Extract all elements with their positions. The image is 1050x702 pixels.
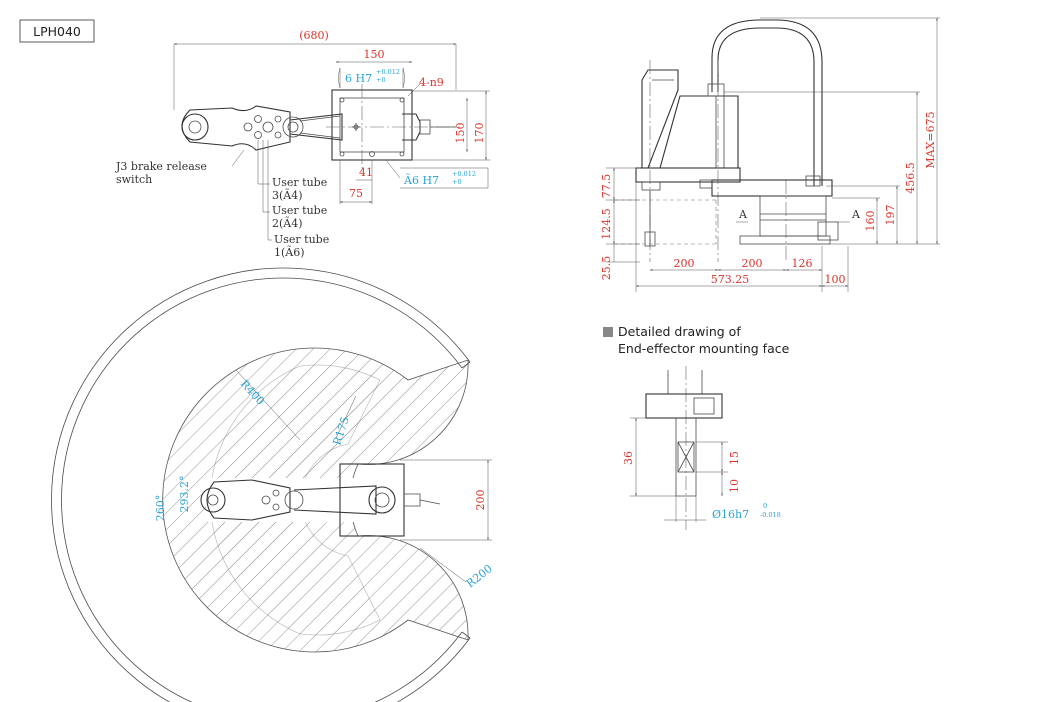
dim-456: 456.5 <box>904 162 917 194</box>
fit-hole2-label: Ã6 H7 <box>403 173 439 187</box>
dim-200b: 200 <box>742 257 763 270</box>
side-view: A A MAX=675 456.5 197 160 77.5 124.5 25.… <box>600 17 940 292</box>
tube1-line1: User tube <box>274 233 329 246</box>
detail-dim-15: 15 <box>728 451 741 465</box>
dim-124: 124.5 <box>600 208 613 240</box>
section-marker-a1: A <box>738 208 748 221</box>
dim-77: 77.5 <box>600 174 613 199</box>
dim-197: 197 <box>884 205 897 226</box>
fit-hole-label: 6 H7 <box>345 72 372 85</box>
dim-75: 75 <box>349 187 363 200</box>
top-view: (680) 150 6 H7 +0.012 +0 4-n9 <box>115 29 490 259</box>
model-label-text: LPH040 <box>33 24 81 39</box>
fit-hole2-tol-lower: +0 <box>452 178 462 186</box>
detail-title-line1: Detailed drawing of <box>618 324 741 339</box>
dim-170-side: 170 <box>473 123 486 144</box>
section-marker-a2: A <box>851 208 861 221</box>
dim-150-top: 150 <box>364 48 385 61</box>
dim-100: 100 <box>825 273 846 286</box>
brake-label-line1: J3 brake release <box>115 160 207 173</box>
tube2-line1: User tube <box>272 204 327 217</box>
dim-200a: 200 <box>674 257 695 270</box>
fit-hole-tol-lower: +0 <box>376 76 386 84</box>
detail-bullet-icon <box>603 327 613 337</box>
fit-hole2-tol-upper: +0.012 <box>452 170 476 178</box>
tube3-line1: User tube <box>272 176 327 189</box>
fit-hole-tol-upper: +0.012 <box>376 68 400 76</box>
tube3-line2: 3(Ã4) <box>272 188 303 202</box>
dim-41: 41 <box>359 166 373 179</box>
detail-shaft-tol-upper: 0 <box>763 502 767 510</box>
dim-573: 573.25 <box>711 273 750 286</box>
screw-holes-label: 4-n9 <box>419 76 444 89</box>
dim-160: 160 <box>864 211 877 232</box>
dim-126: 126 <box>792 257 813 270</box>
dim-150-side: 150 <box>454 123 467 144</box>
radius-200: R200 <box>464 562 495 590</box>
dim-200-work: 200 <box>474 490 487 511</box>
dim-25: 25.5 <box>600 256 613 281</box>
dim-max-675: MAX=675 <box>924 111 937 168</box>
model-label: LPH040 <box>19 19 95 43</box>
work-area: R400 R175 R200 260° 293.2° 200 <box>51 267 495 702</box>
detail-shaft-tol-lower: -0.018 <box>760 511 781 519</box>
detail-drawing: Detailed drawing of End-effector mountin… <box>603 324 790 530</box>
dim-length-680: (680) <box>299 29 329 42</box>
tube1-line2: 1(Ã6) <box>274 245 305 259</box>
detail-dim-36: 36 <box>622 451 635 465</box>
detail-shaft-label: Ø16h7 <box>712 508 749 521</box>
detail-title-line2: End-effector mounting face <box>618 341 790 356</box>
tube2-line2: 2(Ã4) <box>272 216 303 230</box>
brake-label-line2: switch <box>116 173 152 186</box>
angle-260: 260° <box>154 495 167 522</box>
angle-293: 293.2° <box>178 476 191 513</box>
detail-dim-10: 10 <box>728 479 741 493</box>
